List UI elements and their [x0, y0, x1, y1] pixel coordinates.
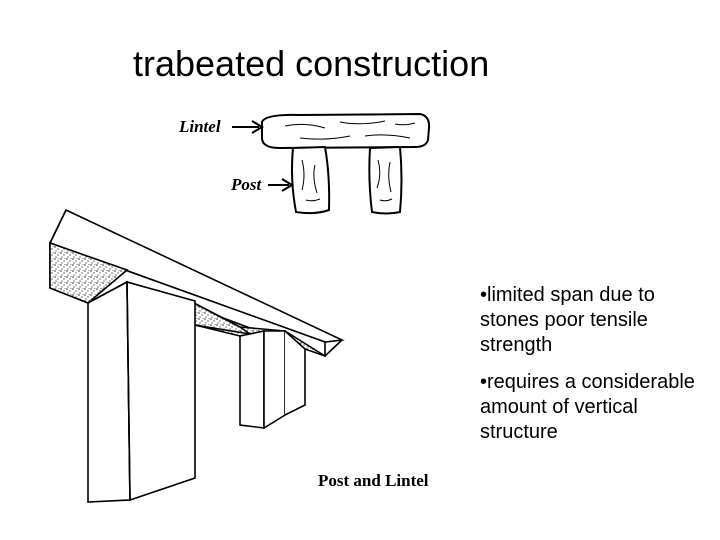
first-post-side [126, 280, 196, 502]
bullet-list: •limited span due to stones poor tensile… [480, 283, 710, 457]
bullet-limited-span: •limited span due to stones poor tensile… [480, 284, 655, 356]
lintel-stone [261, 112, 431, 150]
second-post-side [263, 330, 286, 430]
right-post-stone [368, 145, 403, 215]
post-arrow-icon [268, 178, 294, 192]
second-post-front [239, 330, 265, 429]
stonehenge-sketch: Lintel Post [178, 112, 431, 215]
post-label: Post [230, 175, 263, 194]
first-post-front [87, 280, 131, 503]
illustration-caption: Post and Lintel [318, 471, 429, 490]
perspective-post-lintel [48, 208, 345, 503]
slide-title: trabeated construction [133, 43, 490, 84]
left-post-stone [291, 145, 331, 215]
lintel-label: Lintel [178, 117, 221, 136]
bullet-vertical-structure: •requires a considerable amount of verti… [480, 371, 695, 443]
lintel-arrow-icon [232, 120, 264, 134]
